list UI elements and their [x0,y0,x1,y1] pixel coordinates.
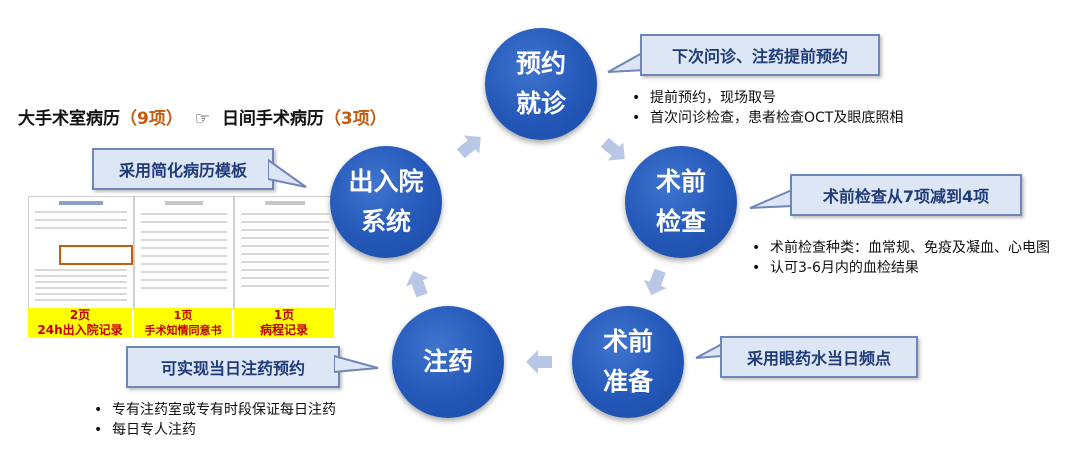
list-item: 认可3-6月内的血检结果 [748,258,1066,278]
major-surgery-records-label: 大手术室病历 [18,109,120,129]
doc-name: 手术知情同意书 [144,324,222,337]
step-label: 注药 [422,347,473,376]
step-label: 检查 [655,207,706,236]
doc-name: 24h出入院记录 [37,323,123,337]
callout-injection: 可实现当日注药预约 [126,346,340,388]
callout-pointer-icon [268,158,307,188]
progress-note-thumbnail [234,196,336,310]
major-surgery-count: （9项） [120,109,183,129]
doc-pages: 1页 [273,308,295,322]
pointing-hand-icon: ☞ [194,109,211,129]
callout-pointer-icon [749,188,793,209]
step-label: 就诊 [515,89,566,118]
callout-simplified-template: 采用简化病历模板 [92,148,274,190]
arrow-prep-to-injection-icon [526,350,552,374]
doc-pages: 1页 [173,309,193,322]
list-item: 首次问诊检查，患者检查OCT及眼底照相 [628,108,1048,128]
arrow-exam-to-prep-icon [644,268,667,296]
doc-pages: 2页 [69,308,91,322]
doc-label-consent: 1页 手术知情同意书 [134,308,232,338]
callout-text: 可实现当日注药预约 [160,359,305,378]
step-label: 准备 [602,367,653,396]
callout-text: 采用简化病历模板 [118,161,247,180]
appointment-bullets: 提前预约，现场取号 首次问诊检查，患者检查OCT及眼底照相 [628,88,1048,128]
list-item: 每日专人注药 [90,420,430,440]
arrow-appointment-to-exam-icon [600,137,625,161]
doc-name: 病程记录 [259,323,308,337]
callout-text: 下次问诊、注药提前预约 [671,47,848,66]
admission-record-thumbnail [28,196,134,310]
list-item: 提前预约，现场取号 [628,88,1048,108]
day-surgery-count: （3项） [323,109,387,129]
arrow-injection-to-admission-icon [406,270,429,298]
step-label: 术前 [602,327,653,356]
arrow-admission-to-appointment-icon [456,135,481,159]
doc-label-admission: 2页 24h出入院记录 [28,308,132,338]
list-item: 专有注药室或专有时段保证每日注药 [90,400,430,420]
preop-exam-bullets: 术前检查种类：血常规、免疫及凝血、心电图 认可3-6月内的血检结果 [748,238,1066,278]
callout-appointment: 下次问诊、注药提前预约 [640,34,880,76]
list-item: 术前检查种类：血常规、免疫及凝血、心电图 [748,238,1066,258]
consent-form-thumbnail [134,196,234,310]
callout-preop-exam: 术前检查从7项减到4项 [790,174,1022,216]
callout-preop-prep: 采用眼药水当日频点 [720,336,918,378]
callout-text: 术前检查从7项减到4项 [822,187,990,206]
step-label: 出入院 [348,167,424,196]
callout-pointer-icon [334,354,379,374]
step-preop-prep: 术前 准备 [572,306,684,418]
step-preop-exam: 术前 检查 [625,146,737,258]
step-label: 术前 [655,167,706,196]
step-admission-system: 出入院 系统 [330,146,442,258]
doc-label-progress: 1页 病程记录 [234,308,334,338]
page-title: 大手术室病历（9项） ☞ 日间手术病历（3项） [18,104,387,129]
day-surgery-records-label: 日间手术病历 [221,109,324,129]
step-label: 系统 [360,207,411,236]
step-appointment: 预约 就诊 [485,28,597,140]
injection-bullets: 专有注药室或专有时段保证每日注药 每日专人注药 [90,400,430,440]
callout-text: 采用眼药水当日频点 [746,349,891,368]
step-label: 预约 [515,49,566,78]
